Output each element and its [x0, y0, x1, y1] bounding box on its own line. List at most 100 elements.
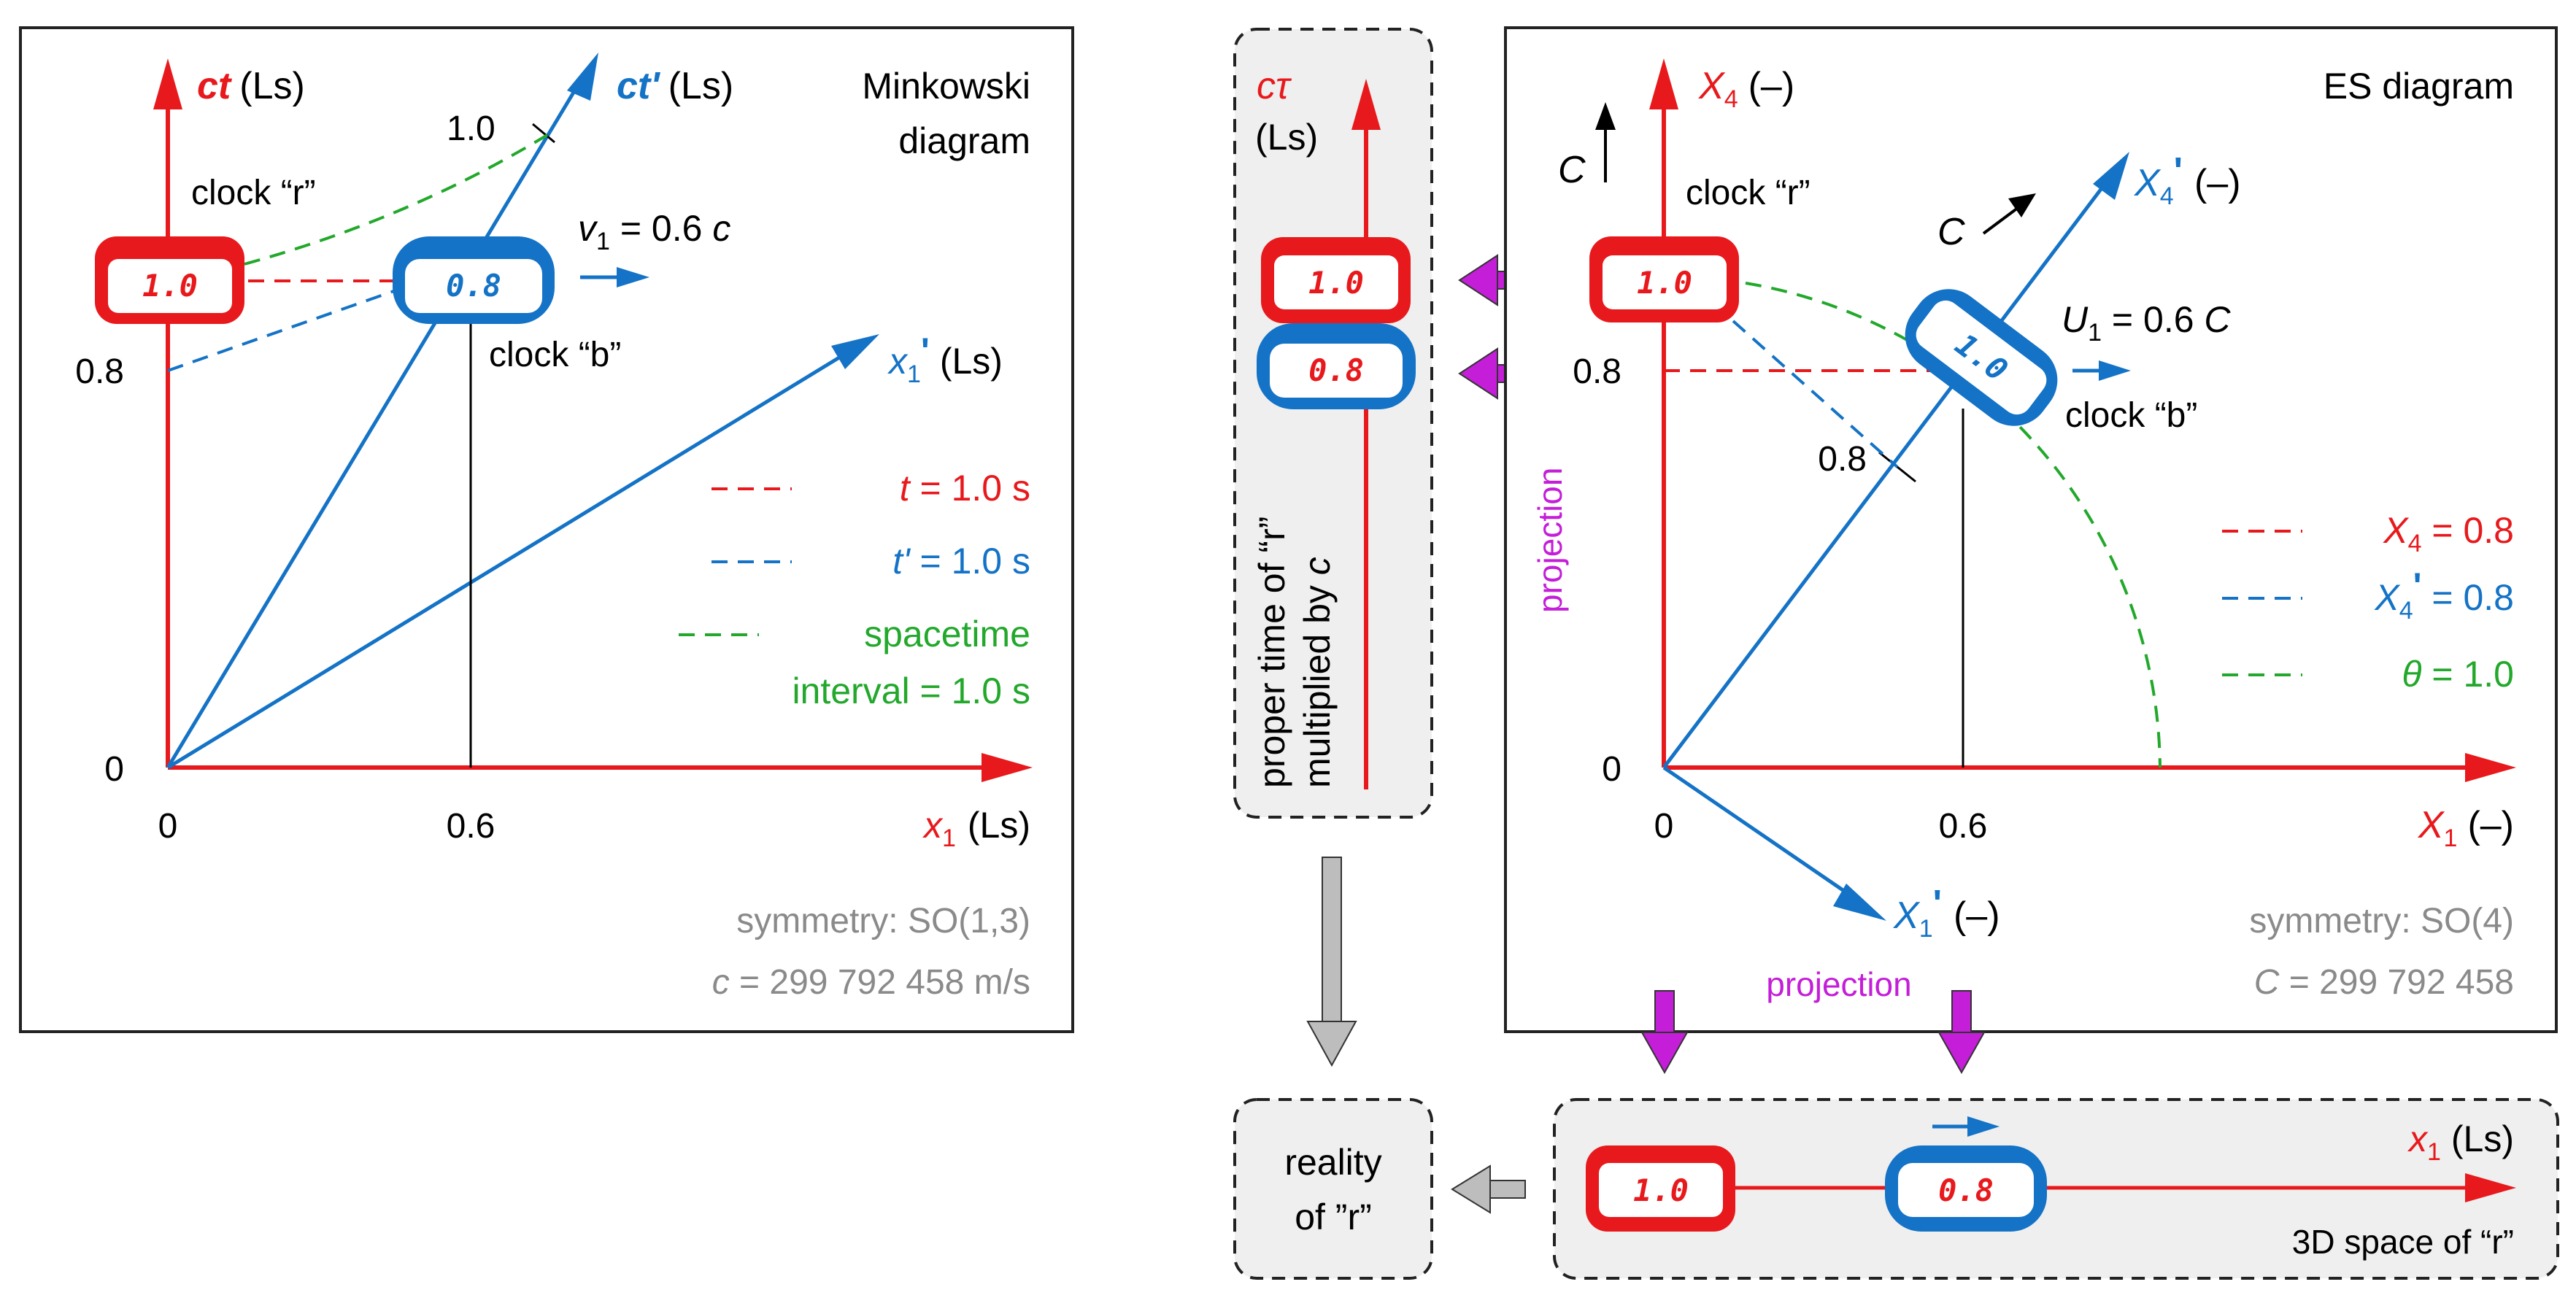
minkowski-title-line1: Minkowski — [862, 66, 1030, 107]
es-panel: 1.0 1.0 X4(–) ES diagram C C clock “r” X… — [1504, 26, 2558, 1033]
x1p-es-axis — [1662, 765, 1855, 900]
minkowski-tick-0y: 0 — [104, 750, 124, 789]
c-arrow-diagonal-head — [2008, 193, 2036, 217]
es-title: ES diagram — [2324, 66, 2514, 107]
ctau-axis-unit: (Ls) — [1255, 117, 1318, 158]
legend-x4-label: X4 = 0.8 — [2383, 510, 2514, 557]
legend-t-label: t = 1.0 s — [900, 468, 1030, 509]
velocity-arrowhead — [617, 267, 649, 287]
space-panel: 1.0 0.8 x1(Ls) 3D space of “r” — [1553, 1098, 2559, 1280]
legend-interval-label-2: interval = 1.0 s — [792, 671, 1030, 711]
ctp-axis-label: ct'(Ls) — [617, 65, 733, 107]
reality-panel: reality of ”r” — [1233, 1098, 1433, 1280]
minkowski-clock-r-value: 1.0 — [142, 268, 198, 304]
projection-vertical-label: projection — [1531, 468, 1569, 613]
theta-equals-1-arc — [1745, 282, 2162, 768]
es-clock-r-label: clock “r” — [1686, 174, 1810, 212]
es-tick-08-diag: 0.8 — [1818, 440, 1867, 479]
reality-line2: of ”r” — [1295, 1197, 1372, 1237]
minkowski-clock-r-label: clock “r” — [191, 174, 316, 212]
x1-axis-arrowhead — [982, 753, 1033, 782]
es-x1-axis-label: X1(–) — [2418, 804, 2514, 852]
es-tick-08: 0.8 — [1573, 352, 1621, 391]
x4p-equals-08-line — [1732, 320, 1899, 468]
proper-time-clock-b: 0.8 — [1257, 323, 1416, 409]
minkowski-tick-0x: 0 — [158, 807, 178, 846]
es-x1-axis-arrowhead — [2465, 753, 2516, 782]
x1-axis-label: x1(Ls) — [922, 805, 1030, 852]
tp-equals-1-line — [167, 283, 413, 372]
legend-x4p-label: X4' = 0.8 — [2374, 565, 2514, 625]
es-legend: X4 = 0.8 X4' = 0.8 θ = 1.0 — [2222, 510, 2514, 695]
legend-interval-label-1: spacetime — [864, 614, 1030, 654]
projection-arrows-down — [1640, 990, 1986, 1075]
reality-line1: reality — [1284, 1142, 1381, 1183]
space-clock-b: 0.8 — [1885, 1145, 2047, 1232]
es-symmetry: symmetry: SO(4) — [2249, 902, 2514, 940]
ctau-axis-var: cτ — [1257, 65, 1292, 107]
x1p-axis — [166, 355, 841, 770]
legend-theta-label: θ = 1.0 — [2402, 654, 2514, 695]
es-c-value: C = 299 792 458 — [2254, 963, 2514, 1002]
minkowski-legend: t = 1.0 s t' = 1.0 s spacetime interval … — [679, 468, 1030, 711]
gray-arrow-down — [1306, 857, 1357, 1067]
proper-time-frame — [1233, 28, 1433, 819]
proper-time-clock-r: 1.0 — [1261, 237, 1411, 323]
es-tick-0x: 0 — [1654, 807, 1674, 846]
es-clock-r-value: 1.0 — [1637, 265, 1692, 301]
space-clock-r: 1.0 — [1586, 1145, 1735, 1232]
x1p-es-axis-label: X1'(–) — [1893, 883, 2000, 943]
minkowski-title-line2: diagram — [898, 120, 1030, 161]
ctau-axis-arrowhead — [1351, 79, 1381, 130]
minkowski-c-value: c = 299 792 458 m/s — [712, 963, 1030, 1002]
minkowski-frame — [19, 26, 1074, 1033]
legend-tp-label: t' = 1.0 s — [892, 541, 1030, 581]
es-clock-b-label: clock “b” — [2065, 396, 2197, 435]
ctp-tick-10 — [532, 123, 555, 144]
x4p-axis-label: X4'(–) — [2134, 150, 2241, 210]
minkowski-clock-b-value: 0.8 — [446, 268, 501, 304]
x4p-axis — [1662, 187, 2103, 769]
c-arrow-vertical-head — [1595, 102, 1616, 130]
x4-axis-label: X4(–) — [1698, 65, 1794, 113]
minkowski-tick-06: 0.6 — [447, 807, 495, 846]
ctp-axis-arrowhead — [567, 53, 598, 101]
es-velocity-arrowhead — [2099, 360, 2131, 381]
c-label-diagonal: C — [1937, 211, 1965, 253]
ct-axis-label: ct(Ls) — [197, 65, 305, 107]
x1p-es-axis-arrowhead — [1833, 884, 1886, 921]
es-clock-b: 1.0 — [1905, 289, 2058, 426]
space-caption: 3D space of “r” — [2292, 1223, 2514, 1261]
projection-vertical-wrap: projection — [1531, 468, 1569, 613]
projection-horizontal-label: projection — [1766, 965, 1911, 1003]
minkowski-tick-08: 0.8 — [75, 352, 124, 391]
reality-frame — [1233, 1098, 1433, 1280]
space-clock-r-value: 1.0 — [1633, 1172, 1689, 1208]
space-axis-label: x1(Ls) — [2407, 1118, 2514, 1166]
ct-axis-arrowhead — [153, 58, 182, 109]
minkowski-velocity-label: v1 = 0.6 c — [578, 208, 730, 255]
proper-time-panel: cτ (Ls) 1.0 0.8 proper time of “r” multi… — [1233, 28, 1433, 819]
c-label-vertical: C — [1558, 149, 1586, 191]
es-tick-06: 0.6 — [1939, 807, 1988, 846]
proper-time-line2: multiplied by c — [1297, 557, 1338, 788]
proper-time-line1: proper time of “r” — [1252, 517, 1292, 788]
space-clock-b-value: 0.8 — [1938, 1172, 1994, 1208]
ctp-tick-10-label: 1.0 — [447, 109, 495, 148]
es-clock-r: 1.0 — [1589, 236, 1739, 322]
space-axis-arrowhead — [2465, 1173, 2516, 1202]
c-arrow-diagonal — [1982, 206, 2019, 235]
x1p-axis-label: x1'(Ls) — [887, 331, 1003, 388]
x1p-axis-arrowhead — [831, 334, 879, 369]
proper-time-vertical-text: proper time of “r” multiplied by c — [1252, 517, 1338, 788]
ctp-axis — [166, 86, 579, 769]
space-velocity-arrowhead — [1967, 1116, 2000, 1137]
minkowski-clock-b: 0.8 — [393, 236, 555, 324]
minkowski-clock-b-label: clock “b” — [489, 336, 621, 374]
spacetime-interval-curve — [244, 134, 549, 266]
minkowski-panel: 1.0 0.8 ct(Ls) ct'(Ls) Minkowski diagram… — [19, 26, 1074, 1033]
proper-time-clock-b-value: 0.8 — [1308, 352, 1364, 388]
es-velocity-label: U1 = 0.6 C — [2062, 299, 2231, 347]
minkowski-clock-r: 1.0 — [95, 236, 244, 324]
x4p-axis-arrowhead — [2093, 152, 2129, 200]
